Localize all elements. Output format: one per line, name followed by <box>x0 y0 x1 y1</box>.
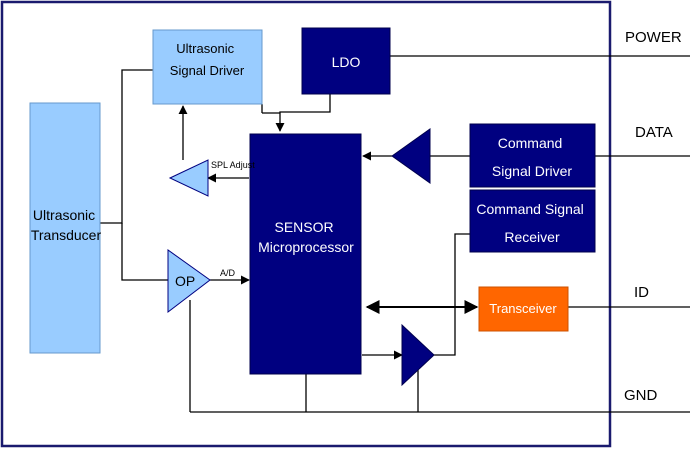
svg-text:SENSOR Microprocessor: SENSOR Microprocessor <box>258 219 354 255</box>
cmd-driver-label-line2: Signal Driver <box>492 163 572 179</box>
ultrasonic-signal-driver-block: Ultrasonic Signal Driver <box>152 29 263 105</box>
op-amplifier <box>167 249 211 314</box>
sensor-microprocessor-block: SENSOR Microprocessor <box>249 133 362 375</box>
command-signal-driver-block: Command Signal Driver <box>469 123 596 188</box>
power-label: POWER <box>625 29 682 46</box>
transducer-label-line2: Transducer <box>31 227 102 243</box>
micro-label-line1: SENSOR <box>274 219 333 235</box>
cmd-receiver-label-line1: Command Signal <box>476 201 583 217</box>
wire-ldo-micro <box>275 94 331 132</box>
cmd-receiver-label-line2: Receiver <box>504 229 560 245</box>
transducer-label-line1: Ultrasonic <box>33 207 95 223</box>
wire-transducer-op <box>121 223 168 281</box>
data-label: DATA <box>635 124 673 141</box>
spl-adjust-amplifier <box>168 159 209 197</box>
svg-text:Command Signal Receiver: Command Signal Receiver <box>476 201 587 245</box>
transceiver-block: Transceiver <box>478 286 569 332</box>
svg-text:Command Signal Driver: Command Signal Driver <box>492 135 572 179</box>
transceiver-label: Transceiver <box>489 301 557 316</box>
command-signal-receiver-block: Command Signal Receiver <box>469 189 596 253</box>
spl-adjust-label: SPL Adjust <box>211 160 255 170</box>
ldo-block: LDO <box>301 27 391 95</box>
signal-driver-label-line1: Ultrasonic <box>176 41 234 56</box>
svg-text:Ultrasonic Transducer: Ultrasonic Transducer <box>31 207 102 243</box>
ultrasonic-transducer-block: Ultrasonic Transducer <box>29 102 102 354</box>
signal-driver-label-line2: Signal Driver <box>170 63 245 78</box>
output-buffer <box>401 323 435 387</box>
id-label: ID <box>634 284 649 301</box>
gnd-label: GND <box>624 387 658 404</box>
cmd-driver-label-line1: Command <box>498 135 563 151</box>
micro-label-line2: Microprocessor <box>258 239 354 255</box>
op-label: OP <box>175 273 195 289</box>
diagram-frame <box>0 0 612 448</box>
wire-transducer-driver <box>100 69 153 224</box>
command-input-buffer <box>391 128 431 184</box>
ldo-label: LDO <box>332 54 361 70</box>
wire-outbuf-receiver <box>434 233 470 356</box>
ad-label: A/D <box>220 268 236 278</box>
svg-text:Ultrasonic Signal Driver: Ultrasonic Signal Driver <box>170 41 245 78</box>
